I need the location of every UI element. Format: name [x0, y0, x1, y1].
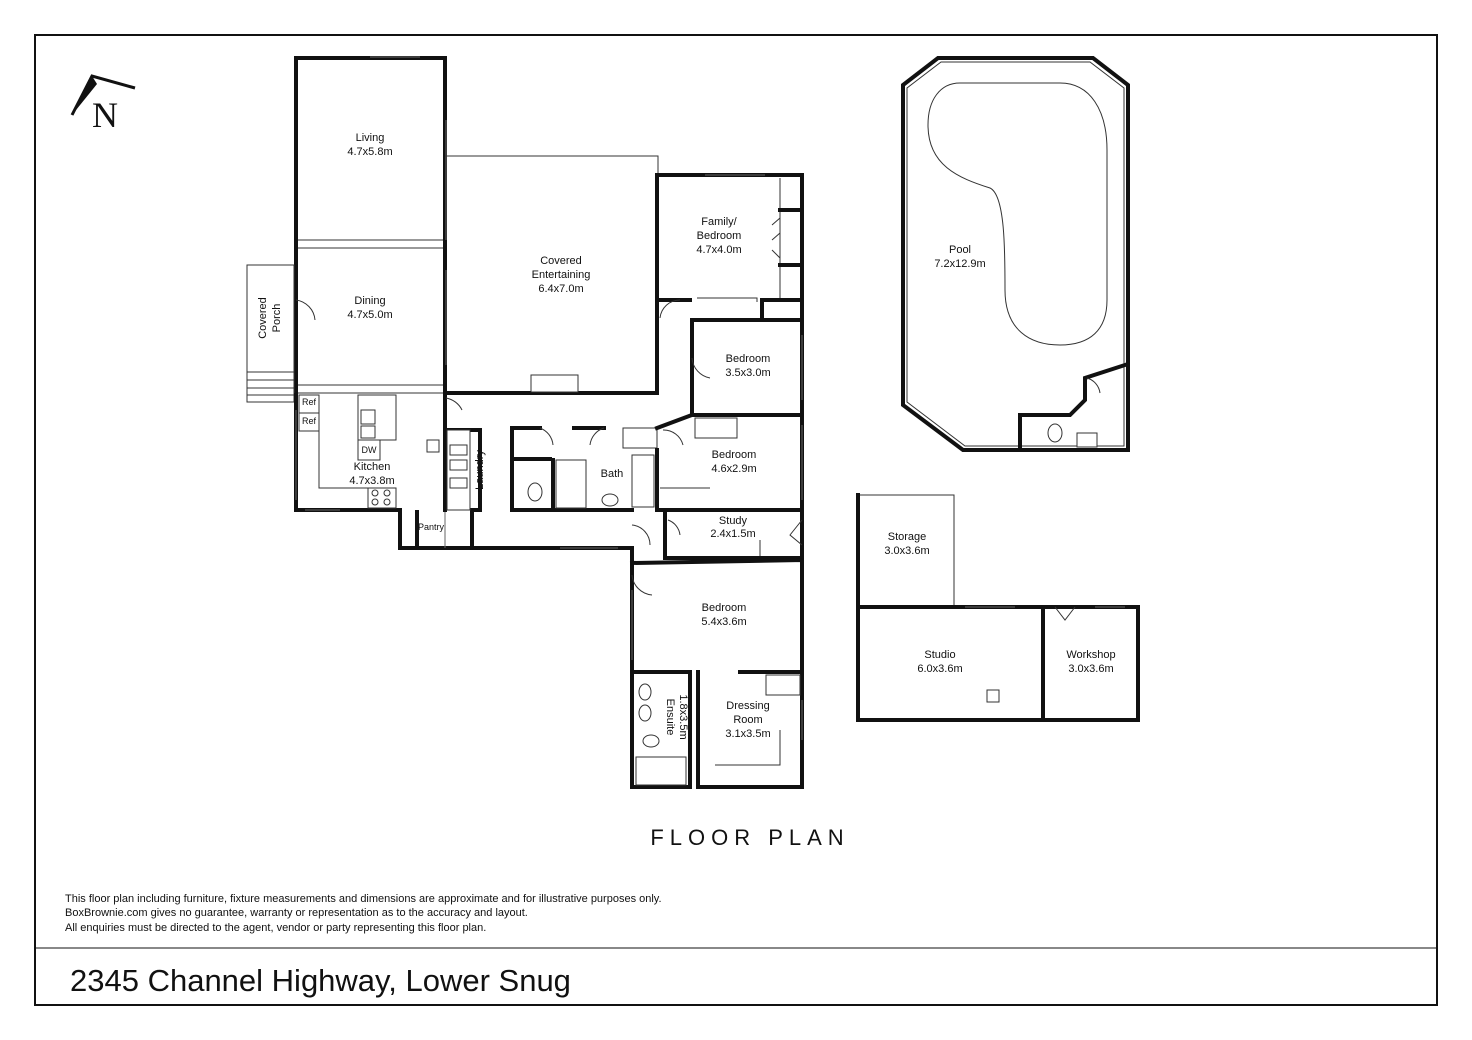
room-bedroom-main[interactable]: Bedroom 5.4x3.6m — [701, 602, 746, 628]
room-name: Storage — [888, 531, 927, 543]
room-size: 1.8x3.5m — [677, 694, 689, 739]
room-size: 3.0x3.6m — [1068, 663, 1113, 675]
room-size: 2.4x1.5m — [710, 528, 755, 540]
room-name: Bedroom — [702, 602, 747, 614]
room-size: 3.1x3.5m — [725, 728, 770, 740]
fridge-label: Ref — [302, 397, 317, 407]
sheet-border — [34, 34, 1438, 1006]
room-laundry[interactable]: Laundry — [474, 450, 486, 490]
room-workshop[interactable]: Workshop 3.0x3.6m — [1066, 649, 1115, 675]
room-name-line1: Dressing — [726, 700, 769, 712]
room-bedroom-2[interactable]: Bedroom 3.5x3.0m — [725, 353, 770, 379]
room-size: 4.7x5.8m — [347, 146, 392, 158]
room-name-line2: Entertaining — [532, 269, 591, 281]
room-name: Laundry — [474, 450, 486, 490]
room-storage[interactable]: Storage 3.0x3.6m — [884, 531, 929, 557]
room-family-bedroom[interactable]: Family/ Bedroom 4.7x4.0m — [696, 216, 741, 256]
disclaimer-line: BoxBrownie.com gives no guarantee, warra… — [65, 907, 528, 919]
floor-plan-heading: FLOOR PLAN — [650, 825, 849, 850]
room-ensuite[interactable]: Ensuite 1.8x3.5m — [664, 694, 689, 739]
room-name-line1: Covered — [257, 297, 269, 339]
pool-plan — [901, 56, 1130, 452]
property-address: 2345 Channel Highway, Lower Snug — [70, 963, 571, 998]
room-kitchen[interactable]: Kitchen 4.7x3.8m — [349, 461, 394, 487]
room-pantry[interactable]: Pantry — [418, 522, 445, 532]
room-name-line2: Bedroom — [697, 230, 742, 242]
room-name: Pantry — [418, 522, 445, 532]
room-covered-entertaining[interactable]: Covered Entertaining 6.4x7.0m — [532, 255, 591, 295]
room-name-line2: Porch — [271, 304, 283, 333]
room-studio[interactable]: Studio 6.0x3.6m — [917, 649, 962, 675]
room-size: 4.7x4.0m — [696, 244, 741, 256]
disclaimer-line: This floor plan including furniture, fix… — [65, 893, 662, 905]
room-size: 4.7x3.8m — [349, 475, 394, 487]
room-dining[interactable]: Dining 4.7x5.0m — [347, 295, 392, 321]
room-name-line1: Covered — [540, 255, 582, 267]
north-arrow-icon: N — [70, 74, 136, 135]
fridge-label: Ref — [302, 416, 317, 426]
room-size: 5.4x3.6m — [701, 616, 746, 628]
outbuildings-plan — [856, 493, 1140, 722]
room-name: Studio — [924, 649, 955, 661]
room-name: Workshop — [1066, 649, 1115, 661]
room-pool[interactable]: Pool 7.2x12.9m — [934, 244, 985, 270]
room-name: Bedroom — [712, 449, 757, 461]
room-size: 4.6x2.9m — [711, 463, 756, 475]
north-letter: N — [92, 95, 118, 135]
room-name: Bath — [601, 468, 624, 480]
room-dressing-room[interactable]: Dressing Room 3.1x3.5m — [725, 700, 770, 740]
room-name: Ensuite — [664, 699, 676, 736]
room-size: 6.0x3.6m — [917, 663, 962, 675]
room-living[interactable]: Living 4.7x5.8m — [347, 132, 392, 158]
room-name: Living — [356, 132, 385, 144]
disclaimer: This floor plan including furniture, fix… — [65, 893, 662, 934]
room-name-line1: Family/ — [701, 216, 737, 228]
room-bath[interactable]: Bath — [601, 468, 624, 480]
room-name: Bedroom — [726, 353, 771, 365]
room-study[interactable]: Study 2.4x1.5m — [710, 515, 755, 540]
room-covered-porch[interactable]: Covered Porch — [257, 297, 283, 339]
room-size: 3.0x3.6m — [884, 545, 929, 557]
room-name-line2: Room — [733, 714, 762, 726]
room-name: Kitchen — [354, 461, 391, 473]
room-size: 3.5x3.0m — [725, 367, 770, 379]
room-size: 6.4x7.0m — [538, 283, 583, 295]
room-name: Dining — [354, 295, 385, 307]
room-name: Study — [719, 515, 748, 527]
dishwasher-label: DW — [362, 445, 377, 455]
room-size: 7.2x12.9m — [934, 258, 985, 270]
room-labels: Living 4.7x5.8m Dining 4.7x5.0m Covered … — [257, 132, 1116, 740]
disclaimer-line: All enquiries must be directed to the ag… — [65, 922, 486, 934]
room-bedroom-3[interactable]: Bedroom 4.6x2.9m — [711, 449, 756, 475]
room-name: Pool — [949, 244, 971, 256]
main-house-plan — [246, 56, 804, 789]
room-size: 4.7x5.0m — [347, 309, 392, 321]
